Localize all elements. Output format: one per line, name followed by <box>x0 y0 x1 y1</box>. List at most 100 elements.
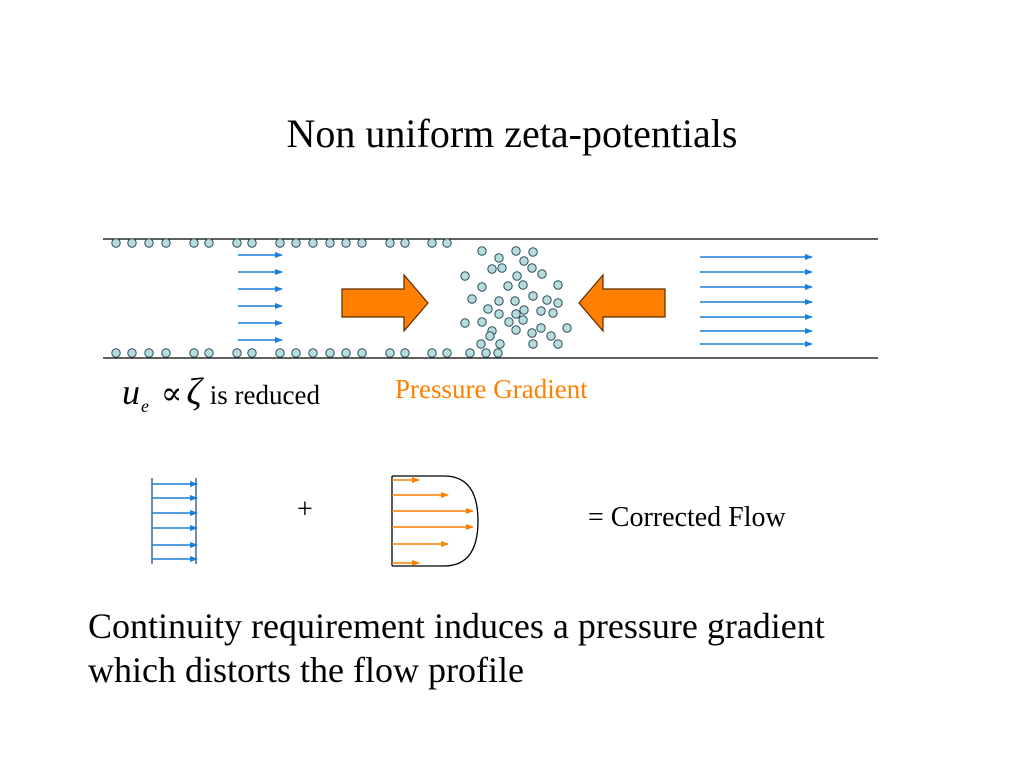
particle-icon <box>291 238 301 248</box>
particle-icon <box>528 291 538 301</box>
particle-icon <box>427 348 437 358</box>
particle-icon <box>536 306 546 316</box>
particle-icon <box>553 280 563 290</box>
particle-cluster <box>460 246 572 349</box>
left-flow-arrows <box>238 252 283 343</box>
particle-icon <box>325 238 335 248</box>
particle-icon <box>519 256 529 266</box>
particle-icon <box>553 298 563 308</box>
particle-icon <box>204 348 214 358</box>
particle-icon <box>189 348 199 358</box>
particle-icon <box>518 280 528 290</box>
velocity-subscript: e <box>141 396 149 416</box>
particle-icon <box>548 308 558 318</box>
particle-icon <box>519 305 529 315</box>
particle-icon <box>385 238 395 248</box>
particle-icon <box>553 339 563 349</box>
reduced-text: is reduced <box>209 380 320 410</box>
particle-icon <box>232 348 242 358</box>
particle-icon <box>546 331 556 341</box>
particle-icon <box>460 318 470 328</box>
particle-icon <box>400 348 410 358</box>
particle-icon <box>503 281 513 291</box>
particle-icon <box>357 348 367 358</box>
particle-icon <box>483 304 493 314</box>
particle-icon <box>275 348 285 358</box>
pressure-gradient-label: Pressure Gradient <box>395 374 588 404</box>
particle-icon <box>161 238 171 248</box>
particle-icon <box>494 253 504 263</box>
particle-icon <box>562 323 572 333</box>
particle-icon <box>511 246 521 256</box>
proportional-symbol: ∝ <box>160 375 183 411</box>
particle-icon <box>536 323 546 333</box>
particle-icon <box>497 263 507 273</box>
particle-icon <box>467 294 477 304</box>
particle-icon <box>247 348 257 358</box>
particle-icon <box>493 348 503 358</box>
particle-icon <box>494 309 504 319</box>
particle-icon <box>481 348 491 358</box>
wall-particles <box>111 238 503 358</box>
particle-icon <box>537 269 547 279</box>
particle-icon <box>232 238 242 248</box>
particle-icon <box>527 328 537 338</box>
particle-icon <box>504 317 514 327</box>
particle-icon <box>308 238 318 248</box>
particle-icon <box>144 348 154 358</box>
corrected-flow-label: = Corrected Flow <box>588 502 786 533</box>
caption-line-1: Continuity requirement induces a pressur… <box>88 606 825 646</box>
particle-icon <box>442 238 452 248</box>
particle-icon <box>494 296 504 306</box>
particle-icon <box>528 247 538 257</box>
particle-icon <box>111 348 121 358</box>
particle-icon <box>442 348 452 358</box>
caption-line-2: which distorts the flow profile <box>88 650 524 690</box>
particle-icon <box>127 238 137 248</box>
particle-icon <box>144 238 154 248</box>
particle-icon <box>357 238 367 248</box>
particle-icon <box>111 238 121 248</box>
particle-icon <box>477 246 487 256</box>
particle-icon <box>512 271 522 281</box>
particle-icon <box>189 238 199 248</box>
right-flow-arrows <box>700 254 813 347</box>
caption-text: Continuity requirement induces a pressur… <box>88 604 988 692</box>
particle-icon <box>485 331 495 341</box>
particle-icon <box>385 348 395 358</box>
particle-icon <box>161 348 171 358</box>
particle-icon <box>510 296 520 306</box>
particle-icon <box>204 238 214 248</box>
particle-icon <box>127 348 137 358</box>
particle-icon <box>527 263 537 273</box>
parabolic-flow-profile <box>391 475 479 567</box>
particle-icon <box>325 348 335 358</box>
particle-icon <box>460 271 470 281</box>
zeta-symbol: ζ <box>186 371 202 413</box>
left-pointing-pressure-arrow-icon <box>578 273 666 333</box>
particle-icon <box>400 238 410 248</box>
particle-icon <box>341 348 351 358</box>
particle-icon <box>487 264 497 274</box>
slide-title: Non uniform zeta-potentials <box>286 111 738 156</box>
particle-icon <box>495 339 505 349</box>
right-pointing-pressure-arrow-icon <box>341 273 429 333</box>
particle-icon <box>477 317 487 327</box>
particle-icon <box>542 295 552 305</box>
particle-icon <box>291 348 301 358</box>
particle-icon <box>511 325 521 335</box>
particle-icon <box>518 315 528 325</box>
particle-icon <box>465 348 475 358</box>
particle-icon <box>427 238 437 248</box>
particle-icon <box>511 309 521 319</box>
particle-icon <box>477 282 487 292</box>
particle-icon <box>476 339 486 349</box>
particle-icon <box>275 238 285 248</box>
particle-icon <box>528 339 538 349</box>
uniform-flow-profile <box>151 478 198 564</box>
particle-icon <box>308 348 318 358</box>
plus-sign: + <box>297 494 313 525</box>
particle-icon <box>247 238 257 248</box>
